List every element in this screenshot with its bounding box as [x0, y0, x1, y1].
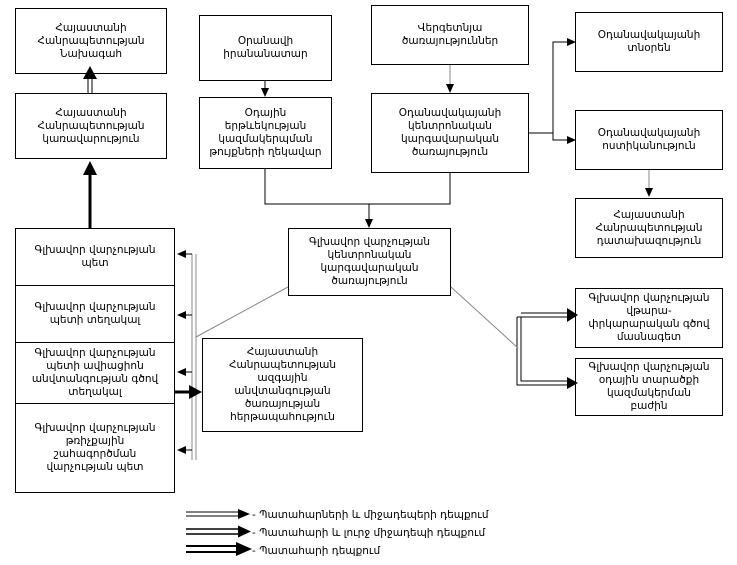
legend-arrow-thick-icon: [186, 542, 252, 556]
stack-chief-safety-deputy: Գլխավոր վարչության պետի ավիացիոն անվտանգ…: [15, 342, 175, 404]
legend-arrow-thin-icon: [186, 509, 250, 519]
box-flight-traffic-director: Օդային երթևեկության կազմակերպման թույքնե…: [199, 97, 332, 169]
stack-flight-ops-head: Գլխավոր վարչության թռիչքային շահագործման…: [15, 403, 175, 493]
box-government: Հայաստանի Հանրապետության կառավարություն: [15, 93, 167, 159]
arrow-centralair-to-chiefcentral: [365, 173, 451, 228]
box-mine-inspector: Օրանավի իրանանատար: [199, 15, 332, 81]
stack-chief-deputy: Գլխավոր վարչության պետի տեղակալ: [15, 285, 175, 343]
box-airport-police: Օդանավակայանի ոստիկանություն: [575, 110, 723, 170]
box-airspace-department: Գլխավոր վարչության օդային տարածքի կազմակ…: [575, 358, 723, 416]
arrow-taxservices-to-centralair: [446, 65, 454, 93]
legend-arrow-medium-icon: [186, 525, 251, 538]
box-president: Հայաստանի Հանրապետության Նախագահ: [15, 8, 167, 74]
arrow-safetydeputy-to-natsec: [175, 385, 202, 399]
line-chiefcentral-to-bus: [195, 286, 289, 338]
arrow-airportpolice-to-prosecutor: [645, 170, 653, 197]
box-tax-services: Վերգետնյա ծառայություններ: [371, 5, 529, 65]
arrow-chiefcentral-to-rightboxes: [516, 308, 578, 389]
legend-label-medium: - Պատահարի և լուրջ միջադեպի դեպքում: [252, 527, 486, 539]
arrow-centralair-to-airportpolice: [552, 133, 576, 144]
stack-chief-head: Գլխավոր վարչության պետ: [15, 228, 175, 286]
box-national-security-duty: Հայաստանի Հանրապետության ազգային անվտանգ…: [202, 338, 363, 432]
box-airport-director: Օդանավակայանի տնօրեն: [575, 12, 723, 72]
arrow-flightdir-to-chiefcentral: [264, 169, 369, 205]
arrow-chief-to-government: [83, 161, 97, 228]
box-rescue-specialist: Գլխավոր վարչության վթարա- փրկարարական գծ…: [575, 288, 723, 348]
legend: - Պատահարների և միջադեպերի դեպքում - Պատ…: [186, 506, 586, 564]
arrow-inspector-to-flightdir: [261, 81, 269, 97]
box-prosecutor: Հայաստանի Հանրապետության դատախազություն: [575, 198, 723, 258]
box-chief-central-service: Գլխավոր վարչության կենտրոնական կարգավարա…: [288, 228, 451, 296]
line-chiefcentral-to-rightbus: [450, 286, 519, 349]
box-central-air-service: Օդանավակայանի կենտրոնական կարգավարական ծ…: [371, 93, 529, 173]
arrow-centralair-to-airportdirector: [529, 38, 576, 134]
legend-label-thick: - Պատահարի դեպքում: [252, 545, 381, 557]
bus-left-stack: [177, 250, 197, 460]
legend-label-thin: - Պատահարների և միջադեպերի դեպքում: [252, 509, 489, 521]
